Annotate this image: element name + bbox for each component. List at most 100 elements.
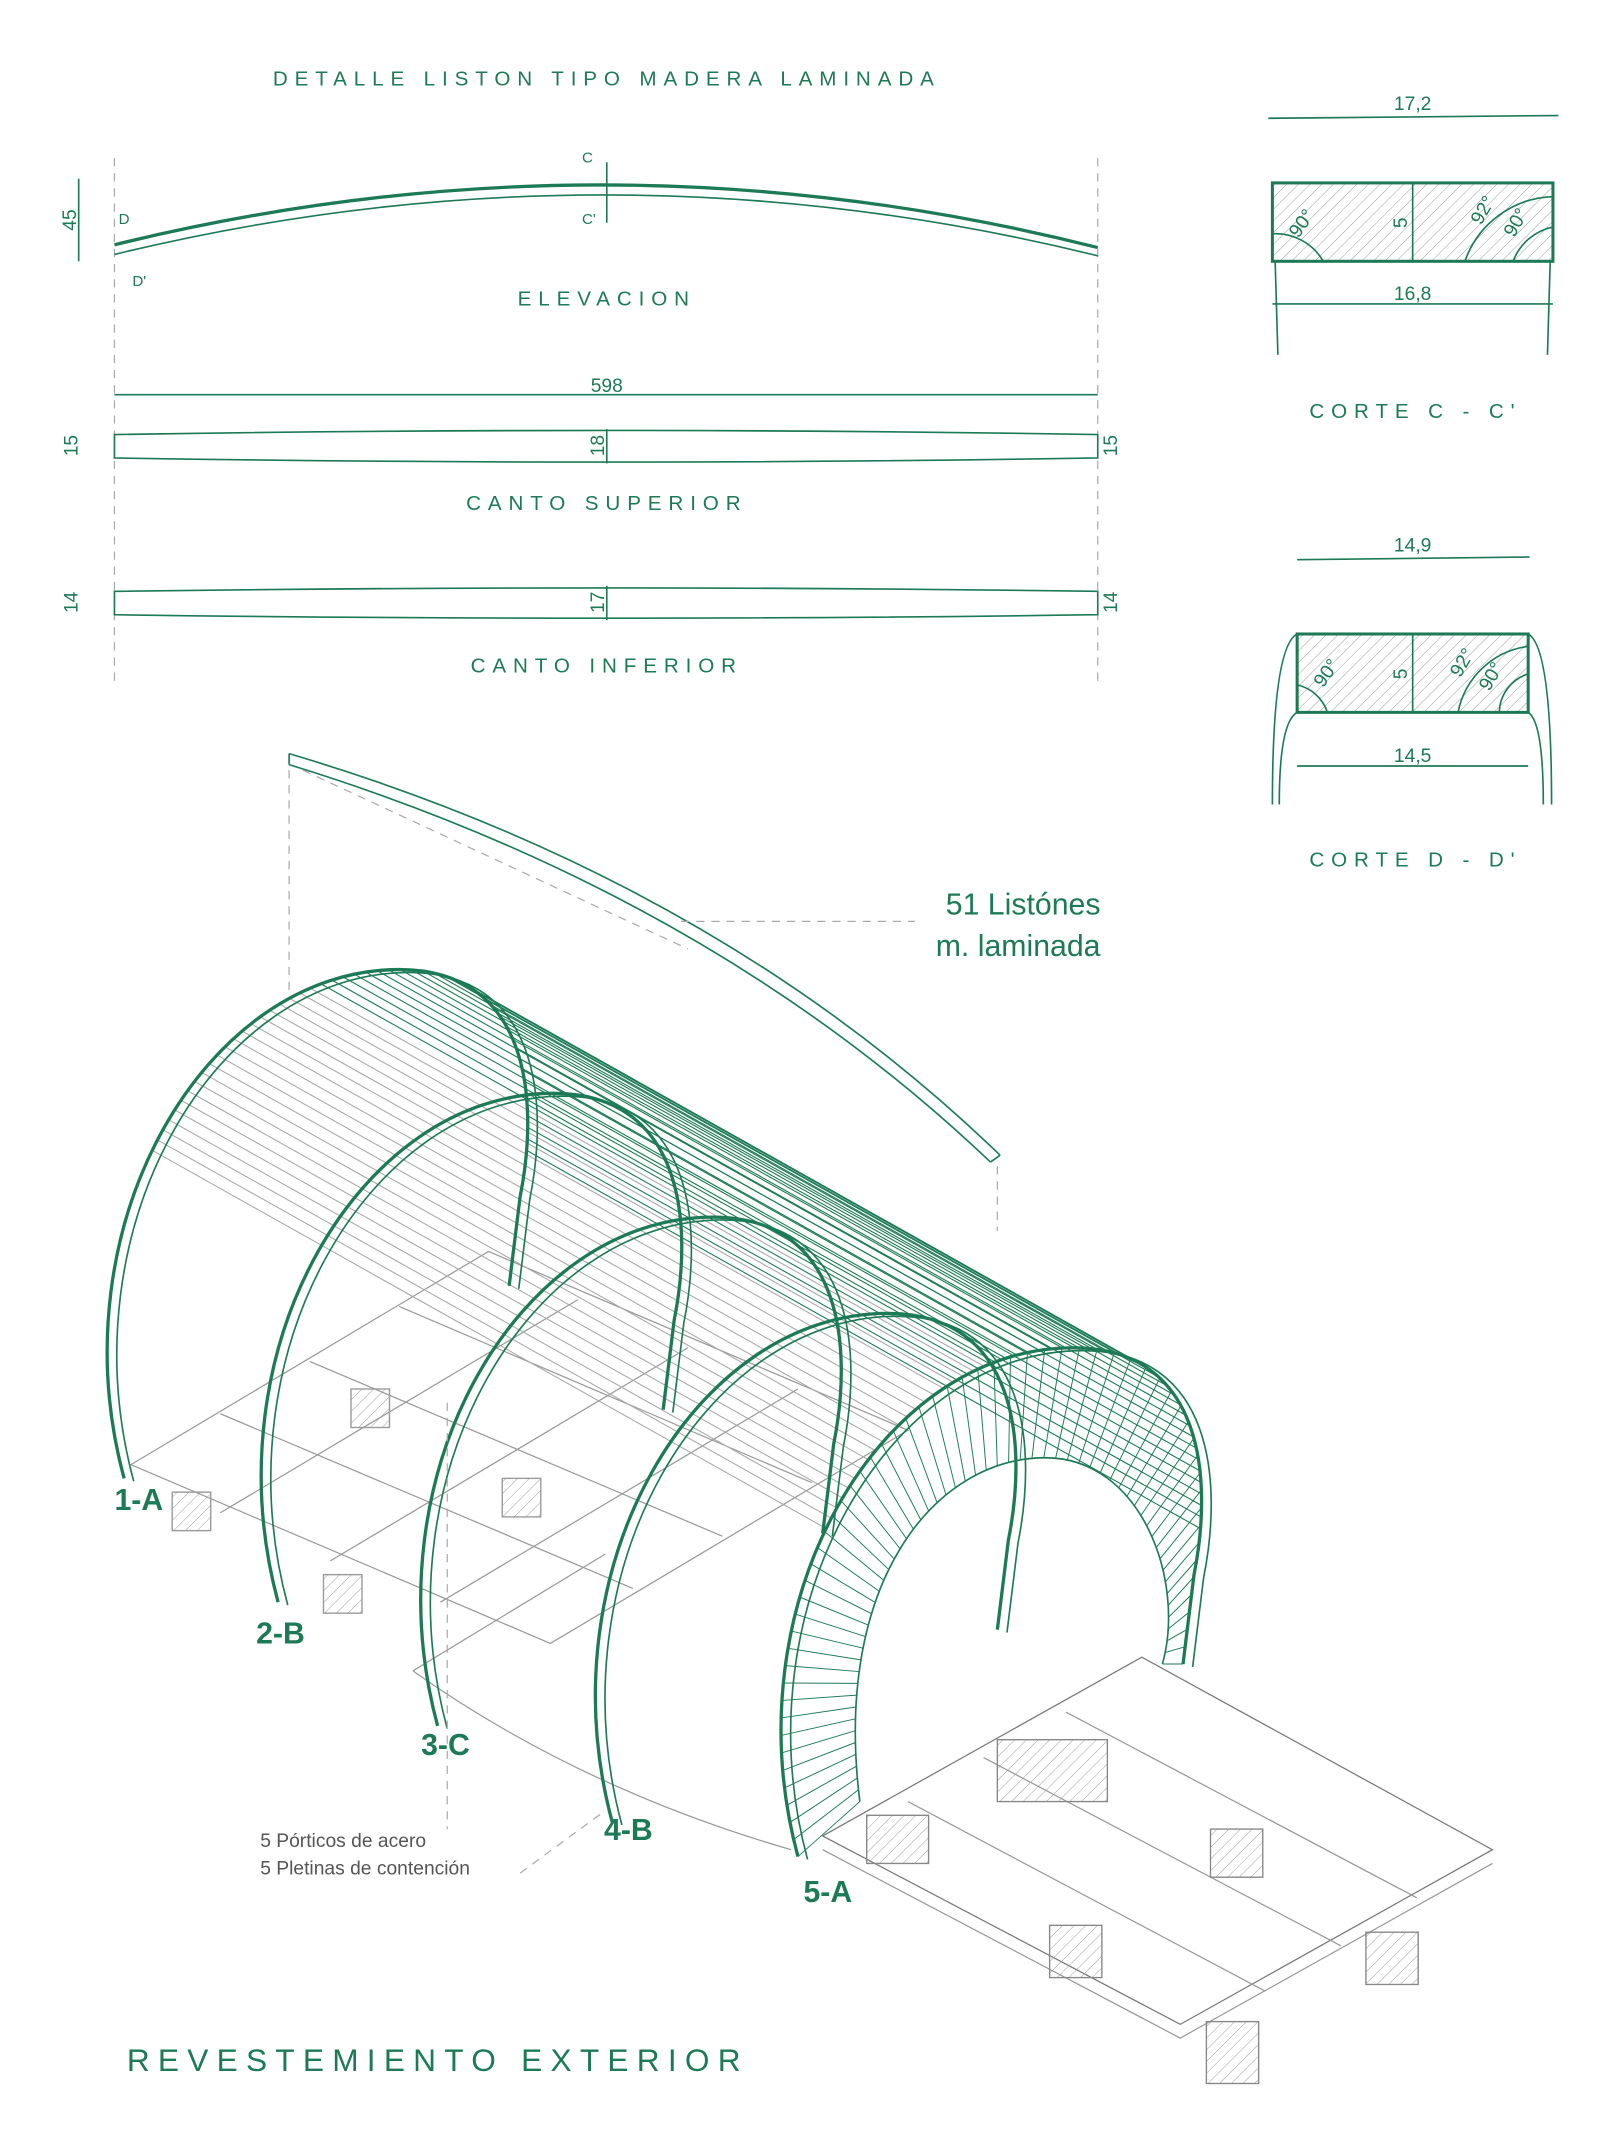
cladding-stripe bbox=[781, 1706, 857, 1719]
slat bbox=[354, 973, 1029, 1353]
slats-note-line2: m. laminada bbox=[936, 930, 1101, 963]
detail-title: DETALLE LISTON TIPO MADERA LAMINADA bbox=[273, 67, 941, 90]
cladding-stripe bbox=[789, 1777, 858, 1823]
steel-frames bbox=[105, 967, 1212, 1860]
slat bbox=[241, 1030, 917, 1410]
cladding-stripe bbox=[824, 1531, 885, 1581]
slats-note-line1: 51 Listónes bbox=[946, 889, 1101, 922]
cladding-stripe bbox=[1166, 1559, 1198, 1594]
slat bbox=[157, 1139, 832, 1519]
slat bbox=[527, 1138, 1202, 1518]
cladding-stripe bbox=[840, 1500, 895, 1560]
slat bbox=[527, 1126, 1202, 1506]
laminated-slat-detail bbox=[288, 752, 1001, 1231]
canto-inferior-view: 14 17 14 CANTO INFERIOR bbox=[61, 585, 1122, 677]
slat bbox=[259, 1016, 935, 1396]
slat bbox=[168, 1119, 843, 1499]
slat bbox=[194, 1080, 869, 1461]
cladding-stripe bbox=[1008, 1356, 1011, 1463]
steel-frame-1 bbox=[105, 967, 530, 1479]
cladding-stripe bbox=[1165, 1542, 1200, 1583]
section-d-marker: D bbox=[119, 211, 130, 228]
corte-c-top-dim: 17,2 bbox=[1394, 94, 1431, 115]
slat bbox=[399, 969, 1075, 1349]
slat bbox=[152, 1149, 827, 1529]
cladding-stripe bbox=[799, 1596, 869, 1626]
slat bbox=[422, 970, 1098, 1350]
slat bbox=[515, 1047, 1191, 1427]
slat bbox=[310, 987, 985, 1367]
steel-frame-3 bbox=[429, 1219, 852, 1730]
frame-label-2: 2-B bbox=[256, 1617, 305, 1650]
cladding-stripe bbox=[905, 1418, 938, 1503]
cladding-stripe bbox=[781, 1694, 857, 1701]
cladding-stripe bbox=[1167, 1611, 1190, 1630]
front-cladding bbox=[780, 1347, 1202, 1857]
corte-c-label: CORTE C - C' bbox=[1309, 400, 1521, 423]
corte-c-height-dim: 5 bbox=[1391, 217, 1412, 228]
cladding-stripe bbox=[804, 1579, 872, 1615]
cladding-stripe bbox=[782, 1742, 856, 1771]
section-c-c: 17,2 90° 5 92° 90° 16,8 CORTE C - C' bbox=[1268, 94, 1559, 423]
corte-d-top-dim: 14,9 bbox=[1394, 535, 1431, 556]
cladding-stripe bbox=[1166, 1628, 1188, 1642]
frame-label-4: 4-B bbox=[604, 1814, 653, 1847]
cladding-stripe bbox=[1019, 1352, 1028, 1460]
cladding-stripe bbox=[1031, 1349, 1046, 1459]
elevation-view: 45 C C' D D' ELEVACION bbox=[60, 149, 1099, 310]
cladding-stripe bbox=[1109, 1377, 1161, 1481]
steel-frame-2 bbox=[270, 1095, 693, 1606]
cladding-stripe bbox=[1146, 1454, 1199, 1527]
slat bbox=[411, 969, 1086, 1349]
cladding-stripe bbox=[1133, 1421, 1189, 1506]
slat bbox=[434, 972, 1109, 1352]
section-d2-marker: D' bbox=[132, 273, 146, 290]
canto-superior-mid-dim: 18 bbox=[588, 435, 609, 456]
slat bbox=[376, 970, 1052, 1350]
slat bbox=[506, 1026, 1181, 1406]
sheet-title: REVESTEMIENTO EXTERIOR bbox=[127, 2042, 749, 2078]
frame-label-3: 3-C bbox=[421, 1729, 470, 1762]
canto-inferior-end-dim-right: 14 bbox=[1101, 591, 1122, 613]
slat bbox=[527, 1115, 1202, 1495]
floor-structure bbox=[129, 1250, 910, 1645]
frames-note-line1: 5 Pórticos de acero bbox=[260, 1831, 426, 1852]
cladding-stripe bbox=[1055, 1347, 1081, 1459]
slat bbox=[524, 1080, 1199, 1460]
frames-note-line2: 5 Pletinas de contención bbox=[260, 1858, 470, 1879]
slat bbox=[250, 1023, 926, 1403]
section-d-d: 14,9 90° 5 92° 90° 14,5 CORTE D - D' bbox=[1271, 535, 1553, 871]
canto-superior-view: 15 18 15 CANTO SUPERIOR bbox=[61, 429, 1122, 515]
slat bbox=[485, 998, 1160, 1379]
cladding-stripe bbox=[1089, 1358, 1132, 1468]
cladding-stripe bbox=[993, 1362, 998, 1466]
cladding-stripe bbox=[977, 1369, 987, 1471]
corte-c-bottom-dim: 16,8 bbox=[1394, 284, 1431, 305]
axonometric-view: 51 Listónes m. laminada 1-A 2-B 3-C 4-B … bbox=[105, 752, 1494, 2085]
cladding-stripe bbox=[1140, 1437, 1195, 1516]
cladding-stripe bbox=[1165, 1646, 1186, 1653]
cladding-stripe bbox=[1168, 1594, 1192, 1618]
cladding-stripe bbox=[1099, 1366, 1147, 1474]
steel-frame-5 bbox=[789, 1349, 1212, 1860]
front-deck bbox=[821, 1656, 1494, 2085]
slat bbox=[320, 983, 996, 1363]
elevation-label: ELEVACION bbox=[518, 287, 696, 310]
cladding-stripe bbox=[1155, 1489, 1202, 1548]
slat bbox=[525, 1092, 1201, 1472]
section-c-marker: C bbox=[582, 149, 593, 166]
cladding-stripe bbox=[1078, 1352, 1115, 1464]
steel-frame-5 bbox=[779, 1346, 1204, 1858]
cladding-stripe bbox=[869, 1456, 914, 1530]
cladding-stripe bbox=[1159, 1507, 1202, 1560]
cladding-stripe bbox=[881, 1443, 922, 1521]
corte-d-label: CORTE D - D' bbox=[1309, 848, 1521, 871]
cladding-stripe bbox=[781, 1730, 856, 1754]
corte-d-bottom-dim: 14,5 bbox=[1394, 746, 1431, 767]
cladding-stripe bbox=[1043, 1347, 1063, 1458]
cladding-stripe bbox=[859, 1470, 907, 1540]
slat bbox=[279, 1003, 954, 1383]
cladding-stripe bbox=[810, 1563, 876, 1603]
shell-base bbox=[412, 1670, 792, 1851]
cladding-stripe bbox=[795, 1613, 866, 1638]
